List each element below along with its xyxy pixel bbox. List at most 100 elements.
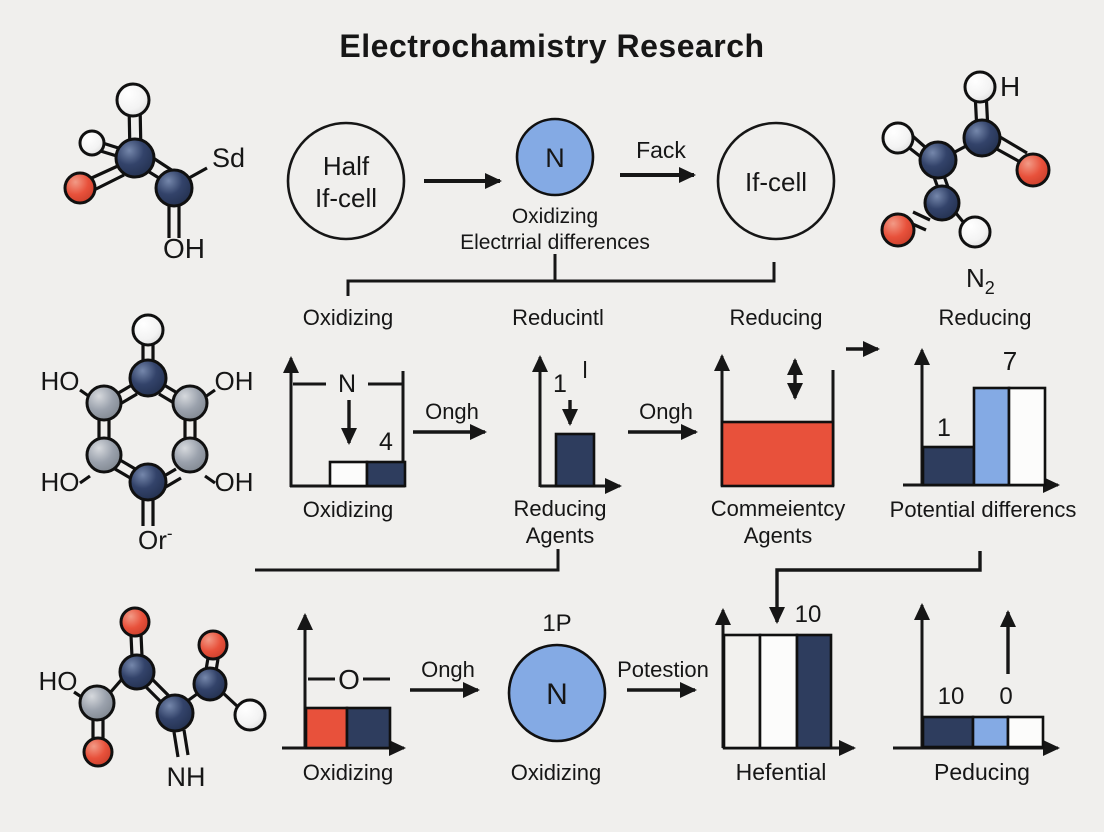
connector-bottom-right [769,551,982,624]
chart-value-7: 7 [1003,346,1017,376]
atom-red [880,212,916,248]
header-reducing-1: Reducing [730,305,823,330]
chart-caption: Potential differencs [890,497,1077,522]
atom-navy [192,666,228,702]
n-node-top: N Oxidizing Electrrial differences [460,117,650,254]
ongh-label: Ongh [421,657,475,682]
molecule-top-left: Sd OH [63,82,245,264]
if-cell-circle [716,121,836,241]
bar-white [328,460,369,488]
chart-value-1: 1 [937,414,951,442]
chart-value-10: 10 [795,601,822,628]
chart-sup: l [582,357,587,383]
ongh-arrow-3: Ongh [410,657,480,698]
label-n2: N2 [966,263,995,298]
atom-white [963,70,997,104]
potestion-label: Potestion [617,657,709,682]
atom-navy [128,462,168,502]
atom-gray [171,436,209,474]
connector-bottom-left [255,549,560,572]
ongh-label: Ongh [425,399,479,424]
label-oh-lower: OH [215,467,254,497]
label-sd: Sd [212,143,245,173]
atom-red [119,606,151,638]
label-ho-lower: HO [41,467,80,497]
chart-reducing-agents: 1 l Reducing Agents [514,355,622,548]
bar-navy [795,633,833,750]
molecule-top-right: H N2 [880,70,1051,298]
chart-value-4: 4 [379,428,393,456]
connector-top-branch [346,254,776,296]
label-h: H [1000,71,1020,102]
atom-navy [962,118,1002,158]
chart-caption-1: Commeientcy [711,496,845,521]
n-circle-top [515,117,595,197]
chart-potential-differencs: 1 7 Potential differencs [890,346,1077,522]
chart-n-label: N [338,370,356,398]
o-marker: O [338,664,360,695]
bar-navy [345,706,392,750]
potestion-arrow: Potestion [617,657,709,698]
if-cell-node: If-cell [716,121,836,241]
atom-white [131,313,165,347]
half-cell-label-line2: If-cell [315,183,377,213]
label-oh: OH [163,233,205,264]
ongh-arrow-2: Ongh [628,399,698,440]
atom-gray [85,384,123,422]
atom-red [1015,152,1051,188]
chart-peducing: 10 0 Peducing [893,603,1060,785]
header-reducing-2: Reducing [939,305,1032,330]
n-circle-bottom [507,643,607,743]
atom-white [881,121,915,155]
chart-oxidizing-mid: N 4 Oxidizing [283,356,407,522]
n-top-label: 1P [542,610,571,637]
atom-navy [118,653,156,691]
atom-gray [171,384,209,422]
atom-navy [155,693,195,733]
chart-caption-2: Agents [526,523,595,548]
molecule-bottom-left: HO NH [39,606,267,792]
label-oh-upper: OH [215,366,254,396]
if-cell-label: If-cell [745,167,807,197]
bar-offwhite [722,633,762,750]
atom-red [197,629,229,661]
ongh-arrow-1: Ongh [413,399,487,440]
bar-blue [971,715,1010,749]
atom-white [958,215,992,249]
bar-white [758,633,799,750]
n-node-bottom: 1P N Oxidizing [507,610,607,785]
bar-navy [554,432,596,488]
page-title: Electrochamistry Research [339,28,764,64]
header-oxidizing: Oxidizing [303,305,393,330]
atom-navy [114,137,156,179]
bar-navy [921,445,976,487]
chart-caption: Oxidizing [303,760,393,785]
chart-caption: Oxidizing [303,497,393,522]
bar-red [304,706,349,750]
atom-navy [923,184,961,222]
chart-value-1: 1 [553,370,567,398]
n-circle-bottom-label: N [546,678,568,711]
chart-caption-2: Agents [744,523,813,548]
bar-white [1007,386,1047,487]
chart-caption: Oxidizing [511,760,601,785]
label-ho: HO [39,666,78,696]
atom-white [233,698,267,732]
chart-caption: Peducing [934,759,1030,785]
half-cell-circle [286,121,406,241]
n-circle-top-label: N [545,143,565,173]
atom-white [78,129,106,157]
red-fill [720,420,835,488]
label-or: Or- [138,524,173,555]
molecule-middle-left: HO OH HO OH Or- [41,313,254,555]
atom-navy [918,140,958,180]
n-caption-2: Electrrial differences [460,231,650,254]
half-cell-node: Half If-cell [286,121,406,241]
n-caption-1: Oxidizing [512,205,598,228]
atom-navy [154,168,194,208]
header-reducintl: Reducintl [512,305,604,330]
half-cell-label-line1: Half [323,151,370,181]
atom-red [82,736,114,768]
